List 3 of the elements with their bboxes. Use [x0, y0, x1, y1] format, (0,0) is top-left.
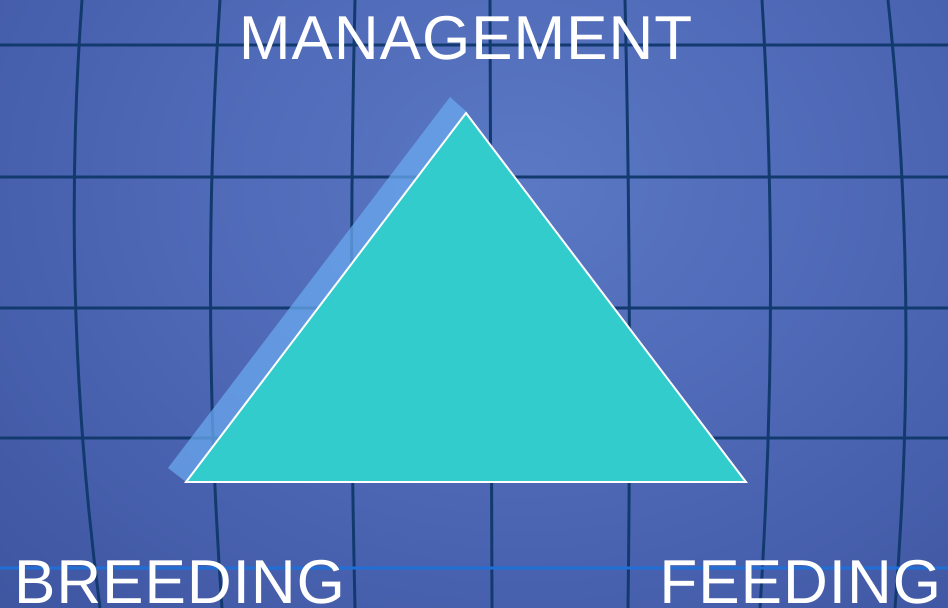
corner-label: MANAGEMENT [238, 8, 694, 70]
corner-label: FEEDING [659, 552, 942, 608]
corner-label: BREEDING [14, 552, 346, 608]
